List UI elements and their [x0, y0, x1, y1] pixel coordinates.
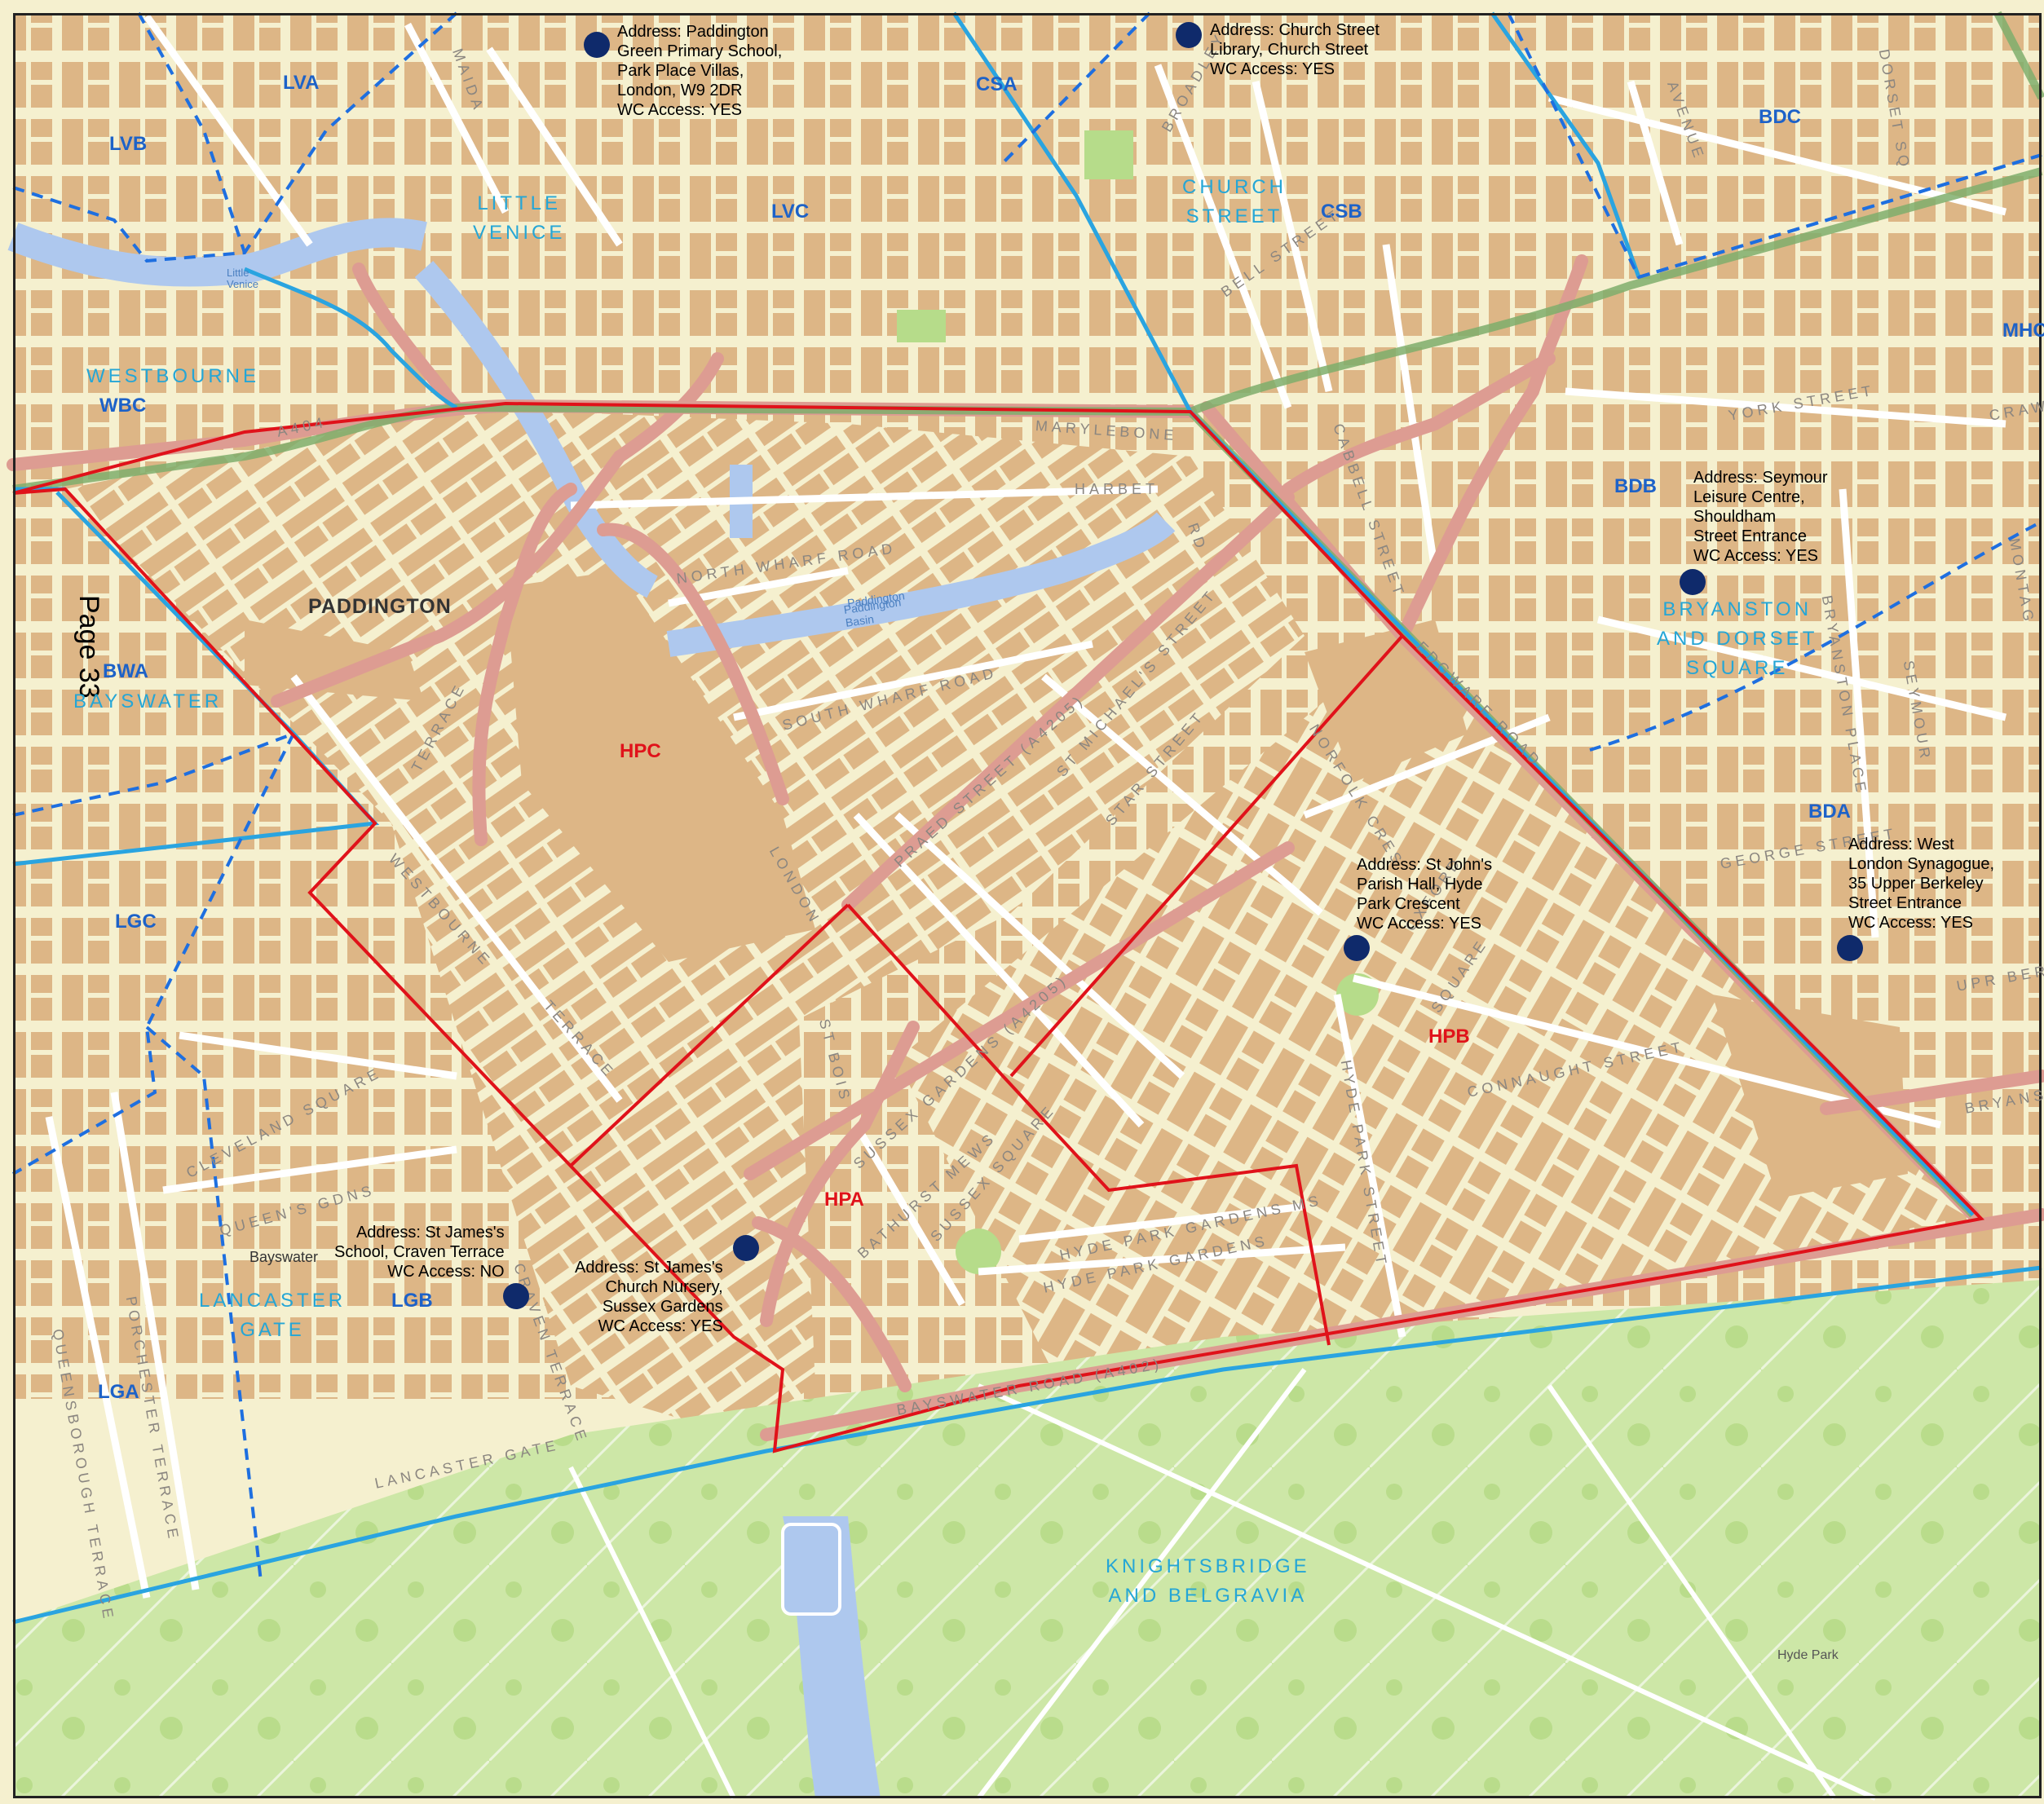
building-blocks: [13, 13, 2042, 1435]
district-code-lgc: LGC: [115, 911, 157, 933]
polling-station-note-church-street: Address: Church Street Library, Church S…: [1210, 21, 1380, 78]
polling-station-marker-west-london-synagogue[interactable]: [1837, 935, 1863, 961]
place-label-bayswater: Bayswater: [249, 1249, 319, 1265]
district-boundaries: [12, 11, 2042, 1582]
polling-station-note-st-johns: Address: St John's Parish Hall, Hyde Par…: [1357, 856, 1493, 933]
district-code-hpb: HPB: [1428, 1026, 1470, 1048]
street-harbet-road: HARBET: [1075, 481, 1159, 497]
district-code-lvb: LVB: [109, 133, 148, 155]
polling-station-marker-st-james-school[interactable]: [503, 1283, 529, 1309]
canals: [7, 218, 1176, 657]
minor-streets: [45, 14, 2007, 1599]
place-label-hyde-park: Hyde Park: [1777, 1648, 1839, 1662]
district-code-lgb: LGB: [391, 1290, 433, 1312]
district-code-csa: CSA: [976, 73, 1018, 95]
district-code-bda: BDA: [1808, 801, 1851, 823]
selected-ward-boundary: [12, 401, 1985, 1453]
polling-station-note-west-london-synagogue: Address: West London Synagogue, 35 Upper…: [1848, 836, 1995, 932]
page-number-label: Page 33: [73, 595, 104, 699]
district-code-hpa: HPA: [824, 1189, 864, 1211]
area-label-little-venice: LITTLE VENICE: [473, 192, 566, 244]
polling-station-marker-paddington-green[interactable]: [584, 32, 610, 58]
polling-station-note-seymour: Address: Seymour Leisure Centre, Shouldh…: [1693, 469, 1828, 565]
polling-station-note-st-james-school: Address: St James's School, Craven Terra…: [334, 1224, 505, 1281]
district-code-hpc: HPC: [620, 740, 661, 762]
district-code-mhc: MHC: [2002, 320, 2044, 342]
place-label-little-venice: Little Venice: [227, 267, 259, 290]
area-label-knightsbridge: KNIGHTSBRIDGE AND BELGRAVIA: [1106, 1555, 1310, 1607]
district-code-lvc: LVC: [771, 201, 810, 223]
district-code-bdc: BDC: [1759, 106, 1801, 128]
district-code-csb: CSB: [1321, 201, 1362, 223]
district-code-lga: LGA: [98, 1381, 139, 1403]
place-label-paddington: PADDINGTON: [308, 595, 452, 618]
area-label-bryanston: BRYANSTON AND DORSET SQUARE: [1657, 598, 1818, 679]
area-label-westbourne: WESTBOURNE: [86, 365, 260, 387]
district-code-bwa: BWA: [103, 660, 148, 682]
district-code-bdb: BDB: [1614, 475, 1657, 497]
hyde-park-area: [13, 1280, 2042, 1801]
polling-station-marker-st-johns[interactable]: [1344, 935, 1370, 961]
polling-station-marker-st-james-nursery[interactable]: [733, 1235, 759, 1261]
polling-station-marker-church-street[interactable]: [1176, 22, 1202, 48]
polling-station-note-st-james-nursery: Address: St James's Church Nursery, Suss…: [575, 1259, 723, 1335]
polling-station-marker-seymour[interactable]: [1680, 569, 1706, 595]
area-label-lancaster-gate: LANCASTER GATE: [199, 1290, 347, 1341]
area-label-bayswater: BAYSWATER: [73, 690, 223, 712]
area-label-church-street: CHURCH STREET: [1182, 176, 1287, 227]
district-code-wbc: WBC: [99, 395, 147, 417]
district-code-lva: LVA: [283, 72, 320, 94]
polling-station-note-paddington-green: Address: Paddington Green Primary School…: [617, 23, 783, 119]
